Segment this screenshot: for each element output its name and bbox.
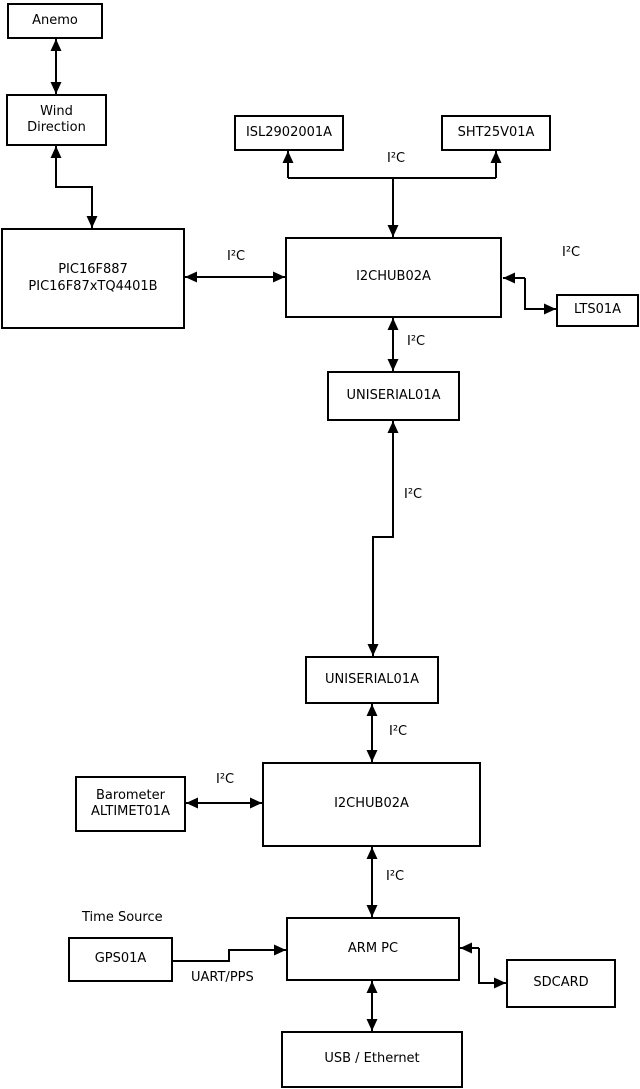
label-i2c-uniserial2-hub2: I²C xyxy=(389,724,408,739)
node-usb-ethernet: USB / Ethernet xyxy=(281,1031,463,1088)
node-uniserial-2: UNISERIAL01A xyxy=(305,656,439,704)
edge-sdcard-armpc-b xyxy=(478,948,506,989)
label-i2c-uniserial-link: I²C xyxy=(404,487,423,502)
label-time-source: Time Source xyxy=(82,910,163,925)
node-barometer: Barometer ALTIMET01A xyxy=(75,776,186,832)
node-i2c-hub-2: I2CHUB02A xyxy=(262,762,481,847)
edge-wind-direction-pic xyxy=(50,146,98,228)
label-i2c-sensor-bus: I²C xyxy=(387,151,406,166)
label-i2c-hub1-lts: I²C xyxy=(562,245,581,260)
node-lts-sensor: LTS01A xyxy=(556,294,639,327)
label-i2c-hub1-uniserial1: I²C xyxy=(407,334,426,349)
label-i2c-pic-hub1: I²C xyxy=(227,249,246,264)
node-i2c-hub-1: I2CHUB02A xyxy=(285,237,502,318)
label-uart-pps: UART/PPS xyxy=(191,970,254,985)
node-uniserial-1: UNISERIAL01A xyxy=(327,371,460,421)
node-gps: GPS01A xyxy=(68,937,173,982)
node-anemo: Anemo xyxy=(7,3,103,39)
node-pic-controller: PIC16F887 PIC16F87xTQ4401B xyxy=(1,228,185,329)
node-isl-sensor: ISL2902001A xyxy=(234,115,344,151)
edge-gps-armpc xyxy=(173,944,286,962)
node-arm-pc: ARM PC xyxy=(286,917,460,981)
node-wind-direction: Wind Direction xyxy=(6,94,107,146)
edge-uniserial1-uniserial2 xyxy=(367,421,399,656)
edge-lts-hub1-b xyxy=(524,278,556,315)
label-i2c-hub2-armpc: I²C xyxy=(386,869,405,884)
node-sdcard: SDCARD xyxy=(506,959,616,1008)
label-i2c-barometer-hub2: I²C xyxy=(216,772,235,787)
node-sht-sensor: SHT25V01A xyxy=(441,115,551,151)
